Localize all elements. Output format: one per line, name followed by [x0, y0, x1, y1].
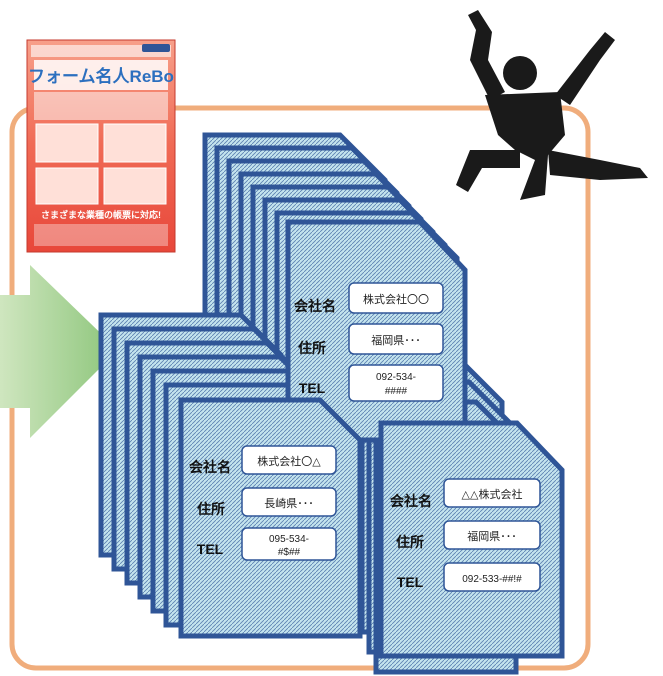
company-value: 株式会社〇〇	[363, 292, 429, 306]
tel-label: TEL	[397, 574, 424, 590]
jumping-person-icon	[456, 10, 648, 200]
product-box: フォーム名人ReBo さまざまな業種の帳票に対応!	[26, 39, 176, 253]
tel-label: TEL	[197, 541, 224, 557]
company-value: 株式会社〇△	[257, 454, 321, 468]
tel-label: TEL	[299, 380, 326, 396]
address-value: 福岡県･･･	[371, 333, 421, 347]
company-label: 会社名	[294, 298, 336, 314]
tel-value: 092-533-##!#	[462, 574, 522, 585]
arrow-right-icon	[0, 265, 118, 438]
product-tagline: さまざまな業種の帳票に対応!	[41, 209, 161, 220]
form-front: 会社名 △△株式会社 住所 福岡県･･･ TEL 092-533-##!#	[378, 420, 565, 659]
company-value: △△株式会社	[462, 487, 523, 501]
form-middle: 会社名 株式会社〇△ 住所 長崎県･･･ TEL 095-534- #$##	[178, 397, 363, 639]
tel-value-line2: #$##	[278, 547, 301, 558]
form-back: 会社名 株式会社〇〇 住所 福岡県･･･ TEL 092-534- ####	[285, 219, 468, 443]
address-value: 長崎県･･･	[264, 496, 314, 510]
product-title: フォーム名人ReBo	[28, 66, 174, 86]
address-label: 住所	[396, 534, 424, 550]
address-label: 住所	[197, 501, 225, 517]
address-value: 福岡県･･･	[467, 529, 517, 543]
address-label: 住所	[298, 340, 326, 356]
tel-value-line1: 092-534-	[376, 372, 416, 383]
company-label: 会社名	[390, 493, 432, 509]
tel-value-line2: ####	[385, 386, 408, 397]
company-label: 会社名	[189, 459, 231, 475]
tel-value-line1: 095-534-	[269, 534, 309, 545]
